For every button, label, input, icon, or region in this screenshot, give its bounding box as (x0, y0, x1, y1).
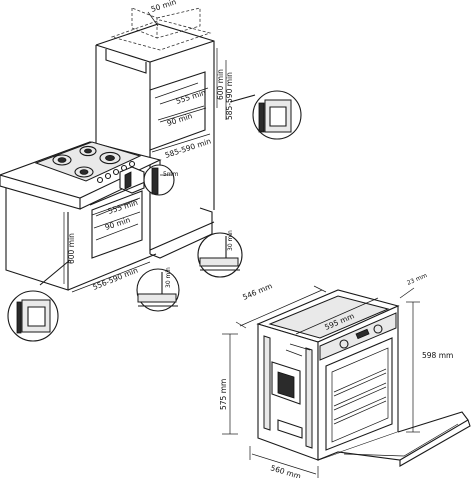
dim-height-600-lower: 600 min (67, 233, 76, 264)
dim-depth-90-lower: 90 min (104, 215, 132, 232)
dim-oven-depth-23: 23 mm (406, 272, 428, 287)
dim-top-gap: 50 min (150, 0, 178, 14)
dim-oven-height-575: 575 mm (219, 379, 228, 410)
dim-oven-height-598: 598 mm (422, 351, 453, 360)
detail-circle-upper (229, 90, 302, 140)
dimension-lines (63, 11, 227, 293)
detail-circle-lower-left (7, 259, 71, 342)
burner-icons (52, 145, 121, 178)
dim-width-555-lower: 555 min (107, 198, 139, 216)
dim-vent-30-mid: 30 min (165, 267, 172, 288)
detail-circle-hob (143, 164, 175, 196)
oven-rack-icons (333, 368, 387, 425)
dim-height-585-590-upper: 585-590 min (225, 72, 234, 120)
dim-height-600-upper: 600 min (216, 69, 225, 100)
detail-circle-mid (136, 268, 180, 312)
dim-width-555-upper: 555 min (175, 88, 207, 106)
dim-oven-width-546: 546 mm (241, 281, 273, 302)
oven-body (256, 289, 471, 467)
dim-small-5mm: 5mm (163, 171, 179, 178)
dim-depth-585-590: 585-590 min (164, 136, 213, 159)
dim-vent-30-right: 30 min (227, 230, 234, 251)
oven-dimension-lines (222, 285, 420, 478)
dim-width-556-590: 556-590 min (91, 265, 139, 291)
detail-circle-right (197, 232, 243, 278)
dim-oven-width-560: 560 mm (269, 463, 302, 478)
